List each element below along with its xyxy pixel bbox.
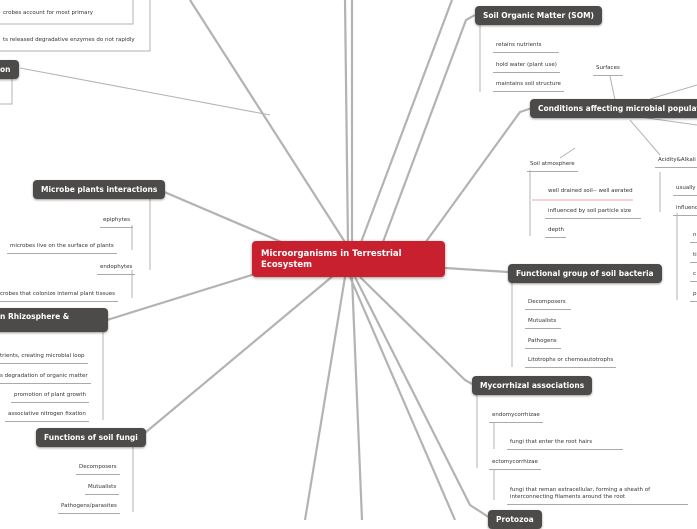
topic-item[interactable]: n bbox=[690, 232, 697, 243]
topic-item[interactable]: crobes account for most primary bbox=[3, 10, 94, 16]
topic-rhizosphere[interactable]: n Rhizosphere & bbox=[0, 308, 108, 332]
topic-soil-fungi[interactable]: Functions of soil fungi bbox=[36, 428, 146, 447]
topic-item[interactable]: p bbox=[690, 291, 697, 302]
topic-som[interactable]: Soil Organic Matter (SOM) bbox=[475, 6, 602, 25]
topic-microbe-plants[interactable]: Microbe plants interactions bbox=[33, 180, 166, 199]
topic-endomycorrhizae[interactable]: endomycorrhizae bbox=[489, 412, 543, 423]
topic-mycorrhizal[interactable]: Mycorrhizal associations bbox=[472, 376, 593, 395]
topic-item[interactable]: Pathogens bbox=[525, 338, 561, 349]
topic-item[interactable]: fungi that enter the root hairs bbox=[507, 439, 623, 450]
topic-item[interactable]: Pathogens/parasites bbox=[58, 503, 120, 514]
topic-item[interactable]: Mutualists bbox=[525, 318, 561, 329]
topic-soil-atmosphere[interactable]: Soil atmosphere bbox=[527, 161, 578, 172]
topic-conditions[interactable]: Conditions affecting microbial populatio… bbox=[530, 99, 697, 118]
topic-item[interactable]: Decomposers bbox=[525, 299, 571, 310]
topic-item[interactable]: promotion of plant growth bbox=[11, 392, 89, 403]
topic-item[interactable]: ts released degradative enzymes do not r… bbox=[3, 37, 135, 43]
topic-item[interactable]: endophytes bbox=[97, 264, 136, 275]
topic-item[interactable]: Mutualists bbox=[85, 484, 120, 495]
topic-item[interactable]: well drained soil-- well aerated bbox=[548, 188, 633, 194]
topic-acidity[interactable]: Acidity&Alkali bbox=[655, 157, 697, 168]
topic-item[interactable]: fungi that reman extracellular, forming … bbox=[507, 487, 688, 505]
topic-item[interactable]: retains nutrients bbox=[493, 42, 559, 53]
topic-item[interactable]: influenc bbox=[673, 205, 697, 216]
topic-partial[interactable]: on bbox=[0, 60, 19, 79]
topic-item[interactable]: depth bbox=[545, 227, 566, 238]
topic-item[interactable]: microbes live on the surface of plants bbox=[7, 243, 117, 254]
topic-item[interactable]: Decomposers bbox=[76, 464, 120, 475]
topic-item[interactable]: ti bbox=[690, 252, 697, 263]
topic-item[interactable]: c bbox=[690, 271, 697, 282]
topic-item[interactable]: influenced by soil particle size bbox=[545, 208, 641, 219]
topic-soil-bacteria[interactable]: Functional group of soil bacteria bbox=[508, 264, 662, 283]
topic-surfaces[interactable]: Surfaces bbox=[593, 65, 623, 76]
topic-item[interactable]: s degradation of organic matter bbox=[0, 373, 91, 384]
central-topic[interactable]: Microorganisms in Terrestrial Ecosystem bbox=[252, 241, 445, 277]
topic-item[interactable]: Litotrophs or chemoautotrophs bbox=[525, 357, 617, 368]
topic-item[interactable]: maintains soil structure bbox=[493, 81, 564, 92]
topic-item[interactable]: crobes that colonize internal plant tiss… bbox=[0, 291, 119, 302]
topic-item[interactable]: trients, creating microbial loop bbox=[0, 353, 88, 364]
topic-item[interactable]: usually bbox=[673, 185, 697, 196]
topic-item[interactable]: hold water (plant use) bbox=[493, 62, 560, 73]
topic-item[interactable]: epiphytes bbox=[100, 217, 134, 228]
topic-item[interactable]: associative nitrogen fixation bbox=[5, 411, 89, 422]
topic-ectomycorrhizae[interactable]: ectomycorrhizae bbox=[489, 459, 541, 470]
